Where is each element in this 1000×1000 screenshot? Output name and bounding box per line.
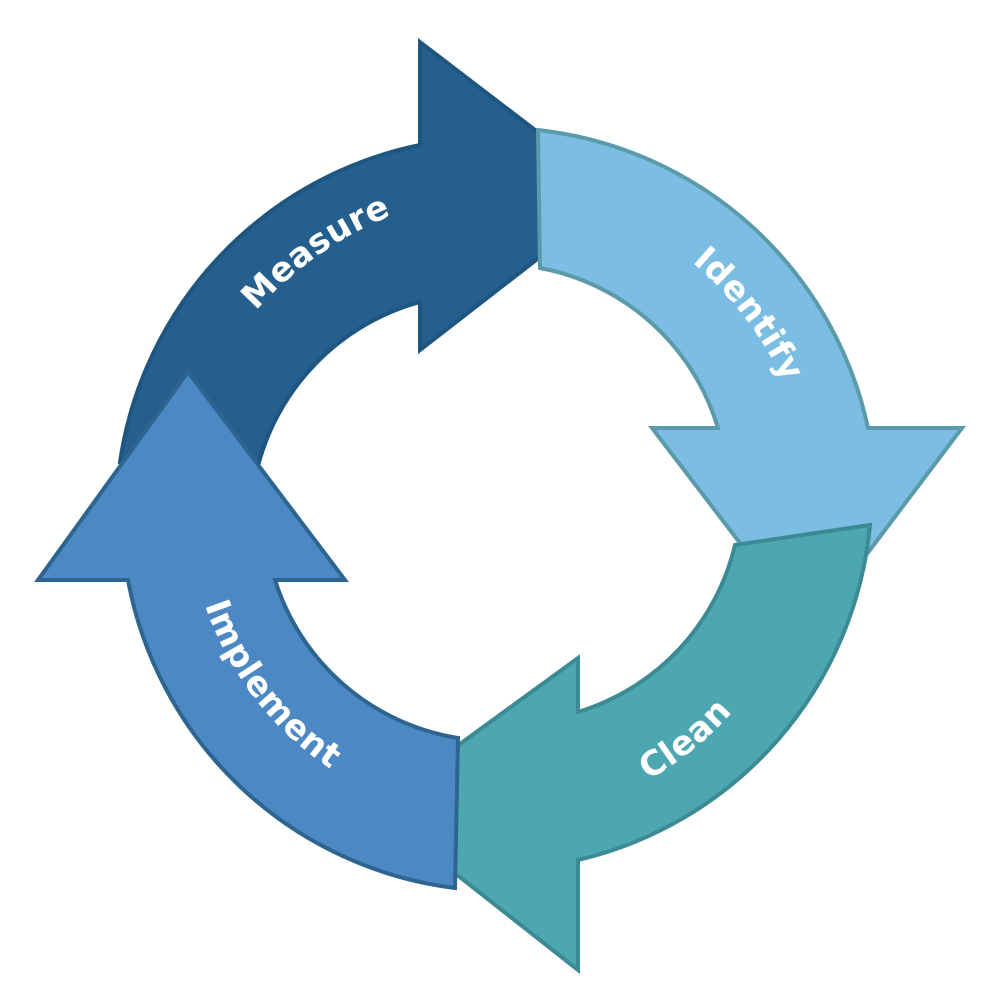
clean-arrow — [368, 522, 873, 975]
identify-arrow — [535, 127, 967, 636]
measure-arrow — [117, 37, 624, 473]
implement-arrow — [34, 368, 461, 891]
